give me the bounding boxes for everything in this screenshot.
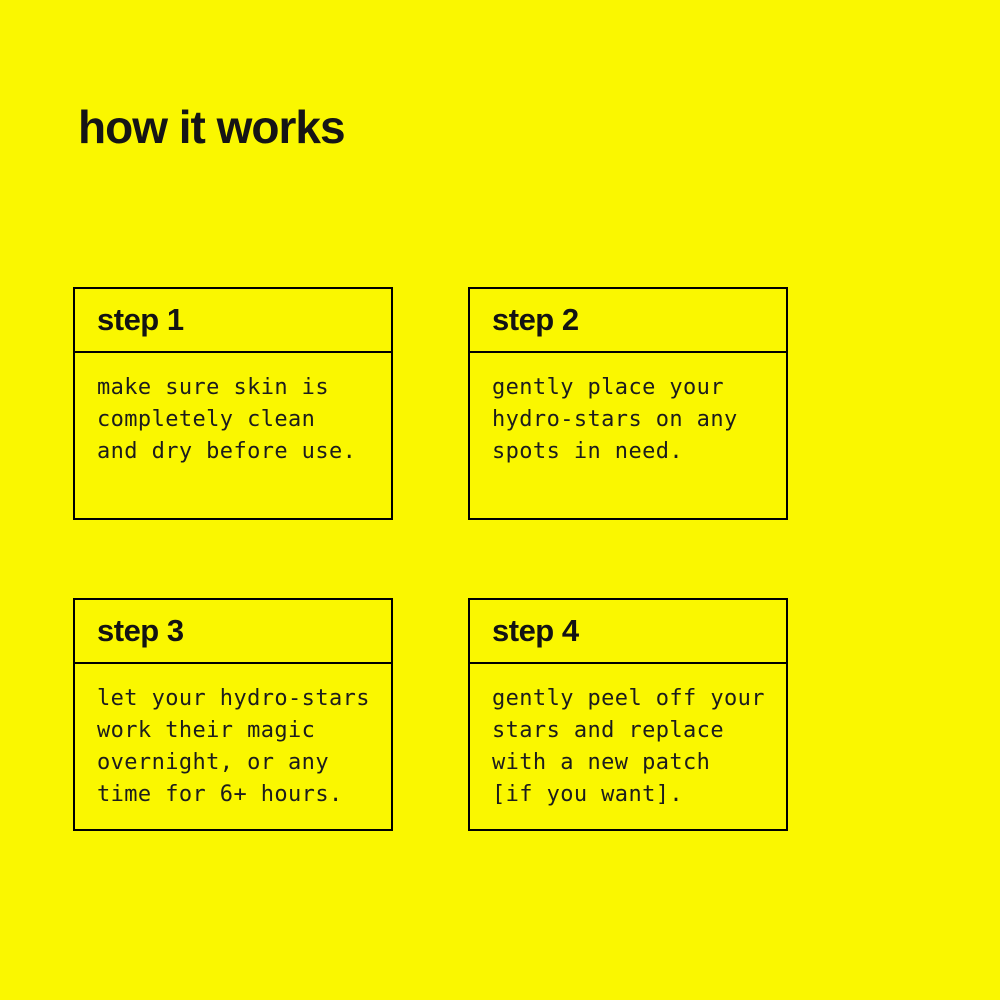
step-3-description: let your hydro-stars work their magic ov… [97, 686, 370, 807]
step-2-title: step 2 [492, 302, 579, 337]
step-2-header: step 2 [470, 289, 786, 353]
step-1-card: step 1 make sure skin is completely clea… [73, 287, 393, 520]
step-4-card: step 4 gently peel off your stars and re… [468, 598, 788, 831]
step-1-description: make sure skin is completely clean and d… [97, 375, 357, 464]
page-title: how it works [78, 101, 346, 153]
step-4-header: step 4 [470, 600, 786, 664]
step-1-title: step 1 [97, 302, 184, 337]
step-2-description: gently place your hydro-stars on any spo… [492, 375, 738, 464]
step-4-title: step 4 [492, 613, 579, 648]
step-3-card: step 3 let your hydro-stars work their m… [73, 598, 393, 831]
step-4-description: gently peel off your stars and replace w… [492, 686, 765, 807]
step-1-header: step 1 [75, 289, 391, 353]
step-3-header: step 3 [75, 600, 391, 664]
step-3-title: step 3 [97, 613, 184, 648]
step-2-card: step 2 gently place your hydro-stars on … [468, 287, 788, 520]
